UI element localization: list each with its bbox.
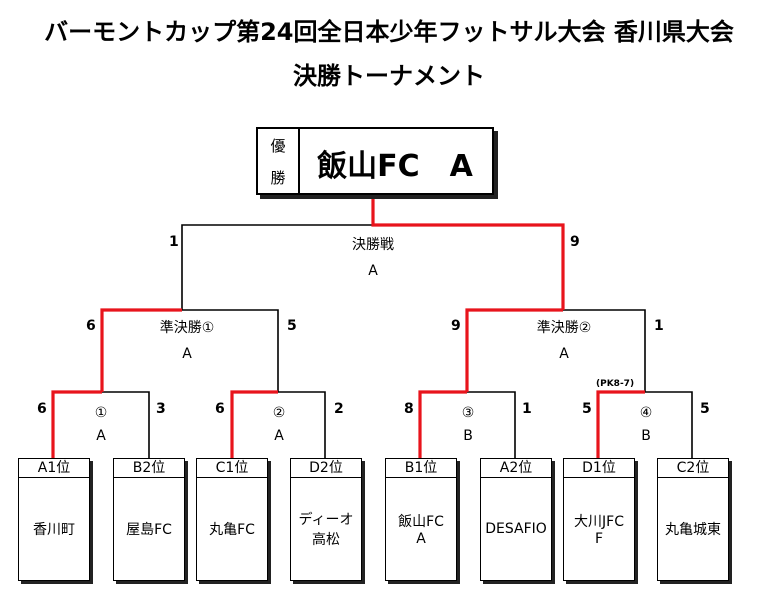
qf1-label: ① (94, 405, 108, 421)
qf1-score-left: 6 (37, 401, 47, 417)
final-left-path (181, 224, 373, 310)
qf1-right-path (102, 391, 150, 458)
tournament-subtitle: 決勝トーナメント (293, 62, 485, 90)
team-seed: B1位 (386, 459, 456, 478)
semi2-court: A (559, 346, 569, 362)
team-name-line: ディーオ (298, 512, 354, 528)
champion-mark-bottom: 勝 (270, 169, 286, 187)
qf2-score-left: 6 (215, 401, 225, 417)
qf3-label: ③ (461, 405, 475, 421)
qf2-court: A (274, 428, 284, 444)
qf2-score-right: 2 (334, 401, 344, 417)
team-name: ディーオ 高松 (291, 478, 361, 580)
qf4-pk-note: (PK8-7) (596, 379, 635, 389)
team-name-line: 大川JFC (574, 514, 624, 530)
team-name-line: 香川町 (33, 522, 75, 538)
final-label: 決勝戦 (352, 237, 394, 253)
bracket-lines-red (51, 191, 645, 458)
team-name: 丸亀FC (197, 478, 267, 580)
team-seed: A1位 (19, 459, 89, 478)
team-name-line: 丸亀城東 (665, 522, 721, 538)
semi2-right-path (563, 309, 646, 392)
team-name-line: 高松 (312, 532, 340, 548)
semi1-score-left: 6 (86, 318, 96, 334)
champion-mark: 優 勝 (258, 129, 300, 193)
qf1-court: A (96, 428, 106, 444)
qf3-score-right: 1 (522, 401, 532, 417)
bracket-lines-black (102, 224, 693, 458)
semi1-winner-path (100, 308, 182, 392)
team-seed: D2位 (291, 459, 361, 478)
semi1-score-right: 5 (287, 318, 297, 334)
qf4-winner-path (596, 390, 645, 458)
semi2-score-right: 1 (654, 318, 664, 334)
semi1-right-path (182, 309, 279, 392)
team-seed: B2位 (114, 459, 184, 478)
team-box: C1位 丸亀FC (196, 458, 268, 581)
tournament-title: バーモントカップ第24回全日本少年フットサル大会 香川県大会 (44, 18, 734, 46)
team-name-line: A (416, 531, 426, 547)
qf3-winner-path (418, 390, 467, 458)
team-seed: A2位 (481, 459, 551, 478)
team-name: DESAFIO (481, 478, 551, 580)
qf4-court: B (641, 428, 651, 444)
team-box: B1位 飯山FC A (385, 458, 457, 581)
final-court: A (368, 263, 378, 279)
team-name: 飯山FC A (386, 478, 456, 580)
team-name: 丸亀城東 (658, 478, 728, 580)
semi2-label: 準決勝② (536, 320, 592, 336)
team-name: 大川JFC F (564, 478, 634, 580)
final-winner-path (371, 191, 565, 310)
qf4-label: ④ (639, 405, 653, 421)
semi2-winner-path (465, 308, 563, 392)
qf2-right-path (232, 391, 326, 458)
semi1-label: 準決勝① (159, 320, 215, 336)
final-score-left: 1 (169, 234, 179, 250)
team-name: 屋島FC (114, 478, 184, 580)
qf1-winner-path (51, 390, 102, 458)
qf1-score-right: 3 (156, 401, 166, 417)
team-name: 香川町 (19, 478, 89, 580)
champion-mark-top: 優 (270, 137, 286, 155)
team-name-line: 屋島FC (126, 522, 172, 538)
qf2-label: ② (272, 405, 286, 421)
team-box: D1位 大川JFC F (563, 458, 635, 581)
semi2-score-left: 9 (451, 318, 461, 334)
team-box: D2位 ディーオ 高松 (290, 458, 362, 581)
team-box: C2位 丸亀城東 (657, 458, 729, 581)
team-name-line: DESAFIO (485, 521, 547, 537)
team-seed: C2位 (658, 459, 728, 478)
semi1-court: A (182, 346, 192, 362)
final-score-right: 9 (570, 234, 580, 250)
team-name-line: F (594, 531, 604, 547)
champion-name: 飯山FC A (317, 149, 473, 184)
team-seed: C1位 (197, 459, 267, 478)
qf3-court: B (463, 428, 473, 444)
qf4-score-right: 5 (700, 401, 710, 417)
team-box: B2位 屋島FC (113, 458, 185, 581)
team-name-line: 丸亀FC (209, 522, 255, 538)
qf3-score-left: 8 (404, 401, 414, 417)
champion-box: 優 勝 飯山FC A (256, 127, 494, 195)
team-seed: D1位 (564, 459, 634, 478)
qf4-score-left: 5 (582, 401, 592, 417)
qf2-winner-path (230, 390, 278, 458)
qf3-right-path (467, 391, 516, 458)
qf4-right-path (645, 391, 693, 458)
team-box: A1位 香川町 (18, 458, 90, 581)
team-box: A2位 DESAFIO (480, 458, 552, 581)
team-name-line: 飯山FC (398, 514, 444, 530)
